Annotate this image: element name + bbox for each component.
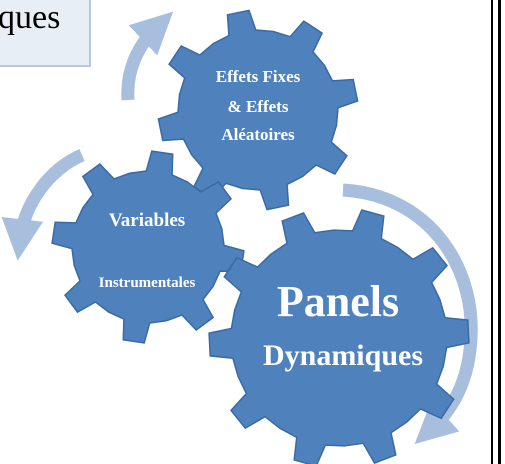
gear-large-label-1: Panels [277, 277, 399, 326]
gear-top-shape [157, 9, 359, 211]
arrow-top-cycle [121, 11, 174, 101]
gear-large-label-2: Dynamiques [263, 339, 423, 372]
gear-left [51, 150, 245, 344]
gear-top [157, 9, 359, 211]
gear-left-shape [51, 150, 245, 344]
gear-left-label-2: Instrumentales [99, 275, 196, 291]
gear-top-label-1: Effets Fixes [216, 67, 301, 86]
gear-left-label-1: Variables [109, 210, 185, 231]
page-border [491, 0, 501, 464]
gear-large-shape [208, 209, 470, 464]
header-text: ques [0, 0, 60, 36]
header-box [0, 0, 91, 67]
arrow-left-cycle [1, 149, 85, 261]
gear-top-label-3: Aléatoires [221, 125, 295, 144]
gear-top-label-2: & Effets [228, 97, 289, 116]
gear-large [208, 209, 470, 464]
arrow-right-cycle [342, 183, 478, 444]
